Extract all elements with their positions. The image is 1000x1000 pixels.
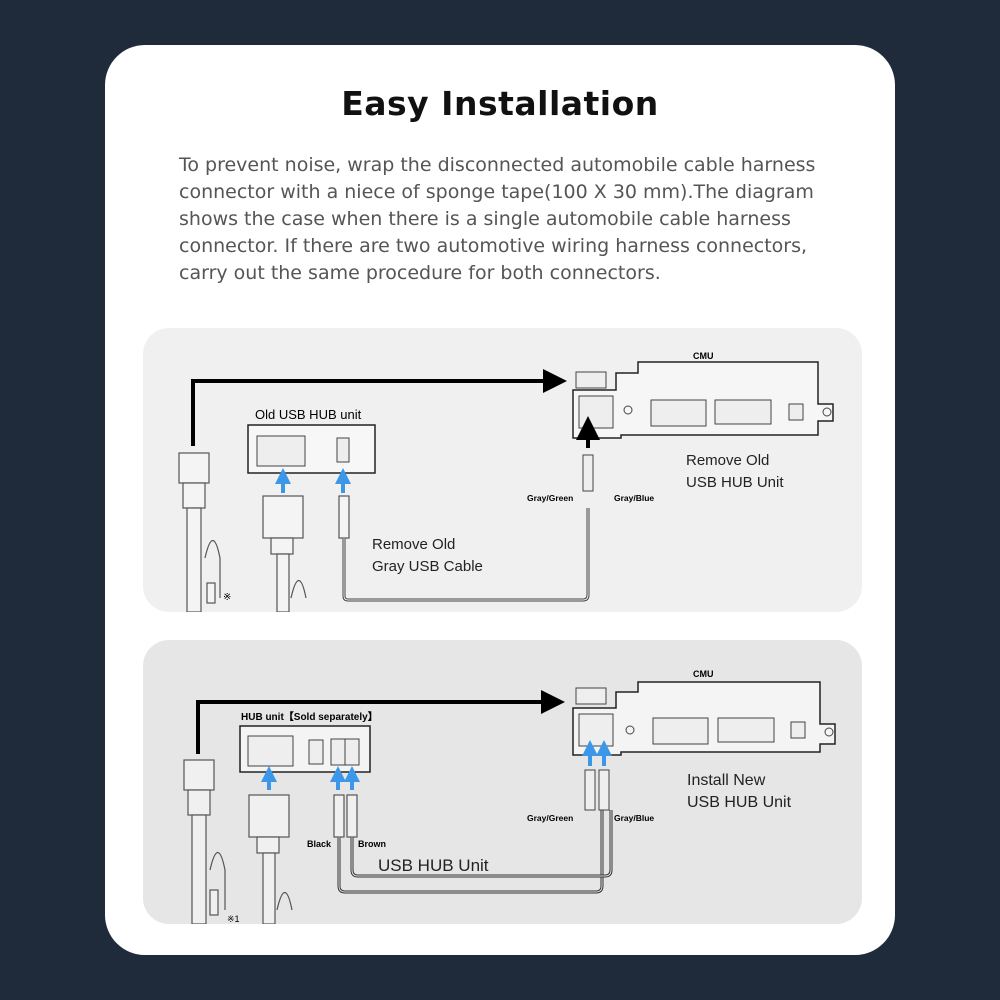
page-title: Easy Installation (341, 84, 659, 123)
diagram-shape (248, 794, 358, 924)
diagram-label: Install New (687, 772, 766, 789)
route-arrow (191, 369, 567, 446)
diagram-shape (186, 507, 202, 612)
diagram-shape (343, 508, 589, 601)
diagram-shape (336, 437, 350, 463)
gray-usb-cable (342, 508, 590, 602)
diagram-label: USB HUB Unit (686, 474, 784, 491)
diagram-shape (346, 794, 358, 838)
diagram-label: Gray USB Cable (372, 558, 483, 575)
diagram-label: ※ (223, 592, 231, 603)
remove-diagram: ※ Old USB HUB unit Remove Old Gray USB C… (178, 351, 834, 612)
diagram-shape (256, 836, 280, 854)
remove-diagram-panel: ※ Old USB HUB unit Remove Old Gray USB C… (143, 328, 862, 612)
diagram-label: Gray/Green (527, 813, 573, 823)
diagram-shape (338, 810, 603, 893)
diagram-label: Remove Old (372, 536, 455, 553)
diagram-label: Gray/Blue (614, 493, 654, 503)
description: To prevent noise, wrap the disconnected … (179, 154, 816, 284)
diagram-shape (276, 891, 293, 911)
diagram-shape (262, 852, 276, 924)
diagram-label: Gray/Blue (614, 813, 654, 823)
diagram-shape (308, 739, 324, 765)
diagram-shape (248, 794, 290, 838)
diagram-shape (822, 407, 832, 417)
diagram-shape (209, 851, 226, 910)
diagram-shape (204, 539, 221, 598)
diagram-shape (575, 687, 607, 705)
install-diagram-panel: ※1 HUB unit【Sold separately】 Black Brown… (143, 640, 862, 924)
diagram-shape (330, 738, 346, 766)
diagram-shape (575, 371, 607, 389)
route-arrow (196, 690, 565, 754)
diagram-shape (247, 735, 294, 767)
diagram-label: CMU (693, 351, 714, 361)
diagram-shape (598, 769, 610, 811)
harness-connector-icon (178, 452, 221, 612)
diagram-label: Brown (358, 839, 386, 849)
hub-label: Old USB HUB unit (255, 407, 362, 422)
diagram-shape (262, 495, 304, 539)
harness-connector-icon (183, 759, 226, 924)
diagram-shape (206, 582, 216, 604)
diagram-label: ※1 (227, 914, 240, 924)
diagram-label: Black (307, 839, 332, 849)
diagram-label: Gray/Green (527, 493, 573, 503)
diagram-label: USB HUB Unit (378, 856, 489, 875)
diagram-label: Remove Old (686, 452, 769, 469)
diagram-shape (650, 399, 707, 427)
diagram-label: USB HUB Unit (687, 794, 792, 811)
diagram-shape (178, 452, 210, 484)
diagram-shape (790, 721, 806, 739)
diagram-label: CMU (693, 669, 714, 679)
diagram-shape (182, 482, 206, 509)
diagram-shape (276, 553, 290, 612)
diagram-shape (290, 579, 307, 599)
diagram-shape (333, 794, 345, 838)
diagram-shape (338, 495, 350, 539)
diagram-shape (584, 769, 596, 811)
diagram-shape (270, 537, 294, 555)
diagram-shape (824, 727, 834, 737)
diagram-shape (788, 403, 804, 421)
diagram-shape (578, 713, 614, 747)
diagram-shape (582, 454, 594, 492)
diagram-shape (209, 889, 219, 916)
diagram-shape (578, 395, 614, 429)
diagram-shape (625, 725, 635, 735)
hub-label: HUB unit【Sold separately】 (241, 710, 378, 723)
diagram-shape (623, 405, 633, 415)
diagram-shape (717, 717, 775, 743)
diagram-shape (351, 810, 612, 877)
diagram-shape (191, 814, 207, 924)
diagram-shape (256, 435, 306, 467)
diagram-shape (714, 399, 772, 425)
diagram-shape (344, 738, 360, 766)
install-diagram: ※1 HUB unit【Sold separately】 Black Brown… (183, 669, 836, 924)
diagram-shape (652, 717, 709, 745)
diagram-shape (183, 759, 215, 791)
diagram-shape (187, 789, 211, 816)
diagram-shape (262, 495, 350, 612)
